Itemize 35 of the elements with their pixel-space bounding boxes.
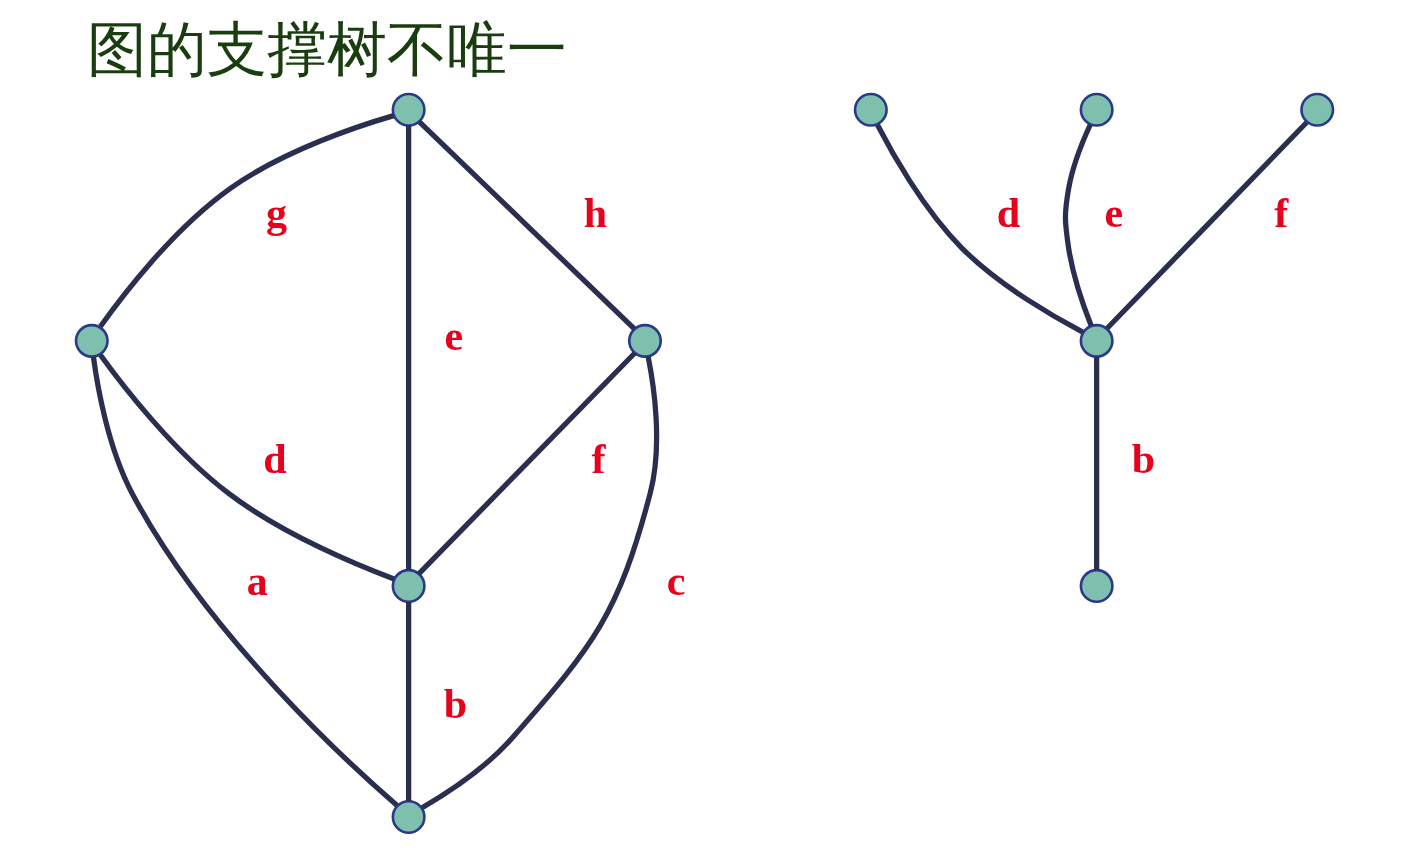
connector	[1062, 123, 1094, 327]
connector	[416, 351, 637, 576]
node-circle	[1079, 323, 1114, 358]
connector	[405, 601, 411, 802]
node-circle	[627, 323, 662, 358]
diagram-title: 图的支撑树不唯一	[86, 14, 567, 84]
edge-label: f	[591, 435, 606, 482]
connector	[420, 356, 659, 810]
node-circle	[391, 568, 426, 603]
edge-label: h	[583, 190, 607, 237]
node-circle	[391, 799, 426, 835]
node-circle	[853, 92, 888, 127]
connector	[1104, 120, 1308, 331]
edge-label: d	[996, 190, 1020, 237]
edge-label: b	[1131, 435, 1155, 482]
node-circle	[74, 323, 109, 358]
edge-label: f	[1273, 190, 1288, 237]
node-circle	[1079, 568, 1114, 603]
edge-label: a	[246, 558, 268, 605]
edge-label: g	[265, 190, 287, 237]
connector	[874, 123, 1084, 335]
node-circle	[1079, 92, 1114, 127]
node-circle	[391, 92, 426, 127]
edge-label: d	[262, 435, 287, 482]
connector	[1093, 357, 1099, 571]
connector	[417, 119, 636, 331]
connector	[97, 353, 395, 582]
edge-label: b	[443, 680, 467, 727]
node-circle	[1299, 92, 1334, 127]
edge-label: e	[444, 312, 463, 359]
edge-label: e	[1104, 190, 1123, 237]
connector	[405, 125, 411, 571]
edge-label: c	[666, 558, 686, 605]
connector	[97, 113, 394, 329]
connector	[90, 356, 399, 808]
